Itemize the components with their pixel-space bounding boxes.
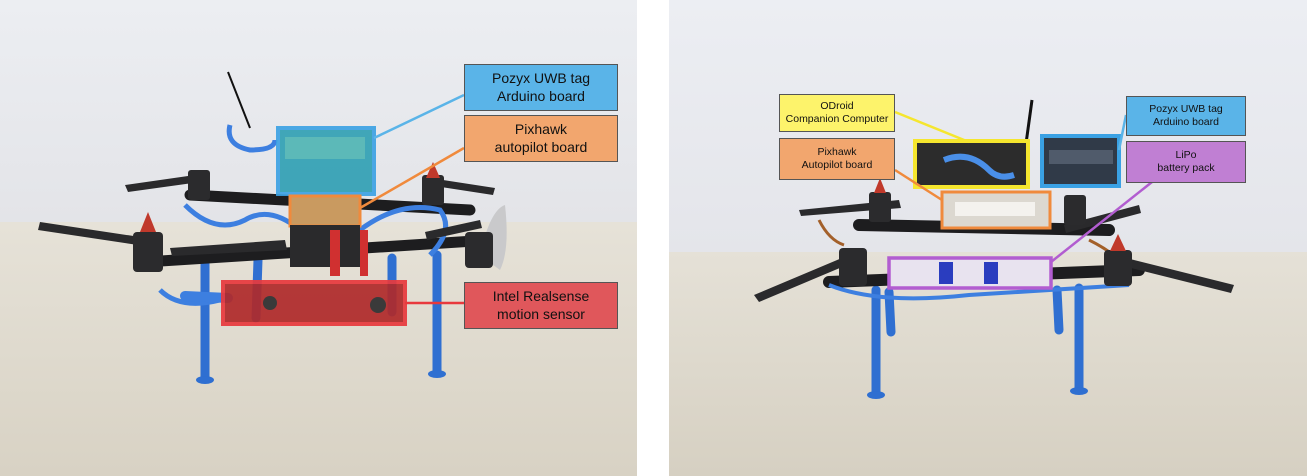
label-line: Pixhawk	[514, 121, 568, 137]
motors	[133, 162, 493, 272]
label-pixhawk-left: Pixhawk autopilot board	[464, 115, 618, 162]
label-line: Intel Realsense	[492, 288, 590, 304]
right-drone-scene	[669, 0, 1307, 476]
pozyx-leader	[1117, 114, 1128, 151]
label-line: Pozyx UWB tag	[1149, 102, 1223, 115]
usb-cable	[180, 291, 233, 303]
label-line: Pixhawk	[817, 145, 857, 158]
label-line: Companion Computer	[785, 113, 889, 125]
left-photo: Pozyx UWB tag Arduino board Pixhawk auto…	[0, 0, 637, 476]
label-line: Arduino board	[497, 87, 585, 104]
antenna	[227, 71, 251, 129]
propellers	[38, 175, 495, 256]
label-pozyx-left: Pozyx UWB tag Arduino board	[464, 64, 618, 111]
right-photo: ODroid Companion Computer Pixhawk Autopi…	[669, 0, 1307, 476]
label-line: motion sensor	[497, 305, 585, 322]
label-line: Pozyx UWB tag	[491, 70, 591, 86]
label-line: Autopilot board	[801, 159, 873, 171]
label-pixhawk-right: Pixhawk Autopilot board	[779, 138, 895, 180]
label-line: battery pack	[1157, 162, 1215, 174]
label-line: LiPo	[1175, 148, 1197, 161]
blue-cables	[158, 124, 449, 306]
odroid-box	[913, 139, 1030, 189]
pixhawk-box	[288, 194, 362, 228]
pixhawk-leader	[894, 168, 943, 202]
pozyx-leader	[373, 93, 465, 140]
pixhawk-leader	[359, 146, 465, 210]
label-pozyx-right: Pozyx UWB tag Arduino board	[1126, 96, 1246, 136]
propellers	[754, 200, 1234, 302]
label-line: autopilot board	[494, 138, 588, 155]
label-odroid-right: ODroid Companion Computer	[779, 94, 895, 132]
lipo-leader	[1050, 181, 1153, 263]
label-line: ODroid	[820, 99, 854, 112]
label-lipo-right: LiPo battery pack	[1126, 141, 1246, 183]
left-drone-scene	[0, 0, 637, 476]
blue-cable-loop	[828, 283, 1130, 301]
label-line: Arduino board	[1153, 116, 1219, 128]
motors	[839, 178, 1132, 286]
lipo-box	[887, 256, 1053, 290]
label-realsense-left: Intel Realsense motion sensor	[464, 282, 618, 329]
odroid-leader	[894, 110, 970, 144]
